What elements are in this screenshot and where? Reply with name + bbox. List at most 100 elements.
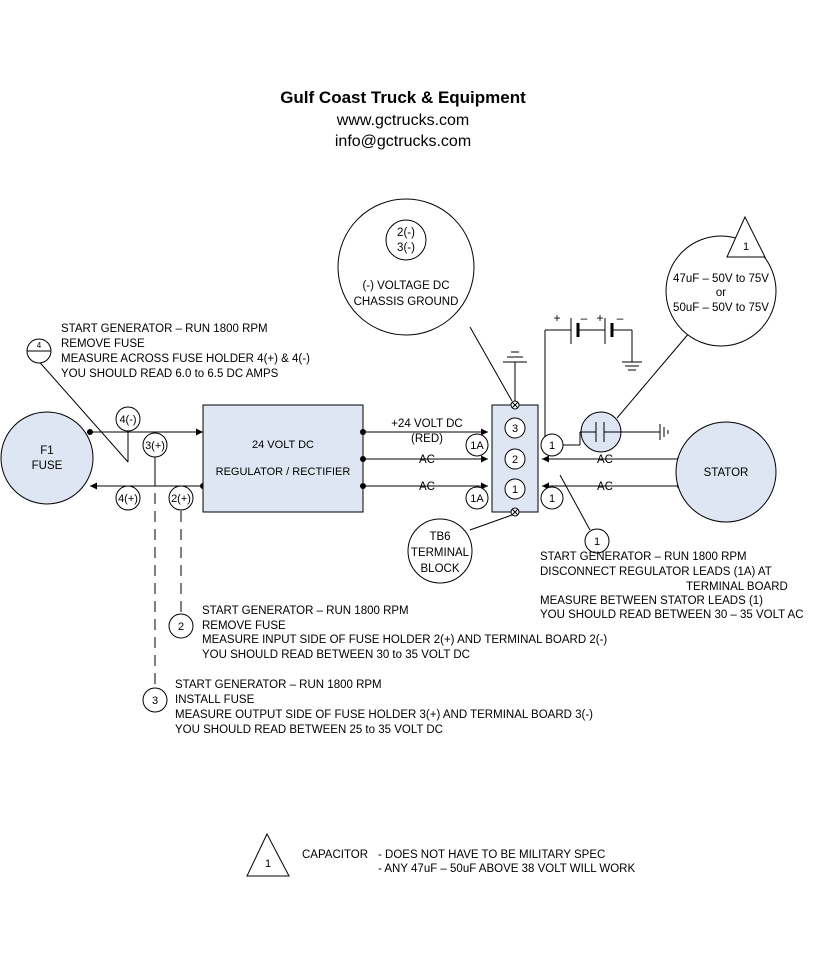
- fuse-point-4plus-bubble: [115, 485, 141, 511]
- arrow-head: [481, 428, 488, 436]
- capacitor-marker-triangle: [726, 215, 766, 258]
- step1-line-4: MEASURE BETWEEN STATOR LEADS (1): [540, 595, 763, 607]
- junction-dot: [360, 483, 366, 489]
- lead-1a-top-bubble: [465, 433, 489, 457]
- step2-line-2: REMOVE FUSE: [202, 620, 286, 632]
- wire-label-ac-right-2: AC: [597, 481, 613, 493]
- arrow-head: [481, 482, 488, 490]
- capacitor-callout: [665, 235, 777, 347]
- tb6-callout: [407, 518, 473, 584]
- wire-label-red: (RED): [411, 433, 443, 445]
- step4-marker: 4: [37, 341, 42, 350]
- regulator-label-2: REGULATOR / RECTIFIER: [216, 466, 351, 478]
- fuse-f1: [0, 411, 94, 505]
- battery-minus-1: –: [581, 311, 588, 325]
- ground-label-1: (-) VOLTAGE DC: [362, 280, 449, 292]
- company-website: www.gctrucks.com: [336, 112, 469, 129]
- note-marker: 1: [265, 858, 271, 870]
- battery-plus-2: +: [596, 311, 603, 325]
- step3-line-2: INSTALL FUSE: [175, 694, 255, 706]
- company-name: Gulf Coast Truck & Equipment: [280, 88, 526, 107]
- step1-line-5: YOU SHOULD READ BETWEEN 30 – 35 VOLT AC: [540, 609, 804, 621]
- fuse-point-4plus: 4(+): [118, 493, 138, 505]
- lead-1a-bottom: 1A: [470, 493, 484, 505]
- fuse-point-4minus: 4(-): [119, 414, 136, 426]
- regulator-label-1: 24 VOLT DC: [252, 439, 314, 451]
- capacitor-spec-or: or: [716, 287, 726, 299]
- fuse-label-2: FUSE: [32, 460, 63, 472]
- arrow-head: [481, 455, 488, 463]
- leader-tb6: [469, 514, 513, 531]
- wire-label-ac-left-1: AC: [419, 454, 435, 466]
- note-title: CAPACITOR: [302, 849, 368, 861]
- fuse-point-2plus-bubble: [168, 485, 194, 511]
- stator: [675, 421, 777, 523]
- step2-marker-circle: [168, 613, 194, 639]
- lead-1-top-bubble: [540, 433, 564, 457]
- tb6-label-3: BLOCK: [421, 563, 460, 575]
- arrow-head: [542, 455, 549, 463]
- wire-label-plus24: +24 VOLT DC: [391, 418, 462, 430]
- battery-minus-2: –: [617, 311, 624, 325]
- leader-step1: [559, 474, 591, 531]
- ground-callout: [337, 198, 475, 336]
- arrow-head: [90, 482, 97, 490]
- step3-marker-circle: [142, 687, 168, 713]
- fuse-point-3plus: 3(+): [145, 440, 165, 452]
- terminal-3-bubble: [504, 417, 526, 439]
- stator-label: STATOR: [704, 467, 749, 479]
- fuse-point-4minus-bubble: [115, 406, 141, 432]
- leader-capacitor: [616, 331, 691, 419]
- lead-1a-top: 1A: [470, 440, 484, 452]
- fuse-point-2plus: 2(+): [171, 493, 191, 505]
- arrow-head: [196, 428, 203, 436]
- junction-dot: [360, 429, 366, 435]
- note-line-2: - ANY 47uF – 50uF ABOVE 38 VOLT WILL WOR…: [378, 863, 635, 875]
- tb6-label-2: TERMINAL: [411, 547, 470, 559]
- step3-line-4: YOU SHOULD READ BETWEEN 25 to 35 VOLT DC: [175, 724, 443, 736]
- battery-plus-1: +: [553, 311, 560, 325]
- terminal-1: 1: [512, 484, 518, 496]
- ground-label-2: CHASSIS GROUND: [354, 296, 459, 308]
- fuse-point-3plus-bubble: [142, 432, 168, 458]
- wire-label-ac-left-2: AC: [419, 481, 435, 493]
- company-email: info@gctrucks.com: [335, 133, 471, 150]
- lead-1a-bottom-bubble: [465, 486, 489, 510]
- leader-step4: [34, 356, 129, 463]
- step1-marker-circle: [584, 528, 610, 554]
- leader-ground: [469, 326, 513, 402]
- terminal-1-bubble: [504, 478, 526, 500]
- wire-label-ac-right-1: AC: [597, 454, 613, 466]
- step2-line-3: MEASURE INPUT SIDE OF FUSE HOLDER 2(+) A…: [202, 634, 607, 646]
- junction-dot: [87, 429, 93, 435]
- step3-line-3: MEASURE OUTPUT SIDE OF FUSE HOLDER 3(+) …: [175, 709, 593, 721]
- step3-marker: 3: [152, 695, 158, 707]
- capacitor-spec-1: 47uF – 50V to 75V: [673, 273, 769, 285]
- terminal-2-bubble: [504, 448, 526, 470]
- ground-ref-2: 3(-): [397, 242, 415, 254]
- step1-marker: 1: [594, 536, 600, 548]
- screw-slash: [511, 401, 519, 409]
- step2-line-1: START GENERATOR – RUN 1800 RPM: [202, 605, 409, 617]
- step1-line-2: DISCONNECT REGULATOR LEADS (1A) AT: [540, 566, 772, 578]
- screw-slash: [511, 508, 519, 516]
- terminal-2: 2: [512, 454, 518, 466]
- capacitor-spec-2: 50uF – 50V to 75V: [673, 302, 769, 314]
- tb6-label-1: TB6: [429, 531, 450, 543]
- ground-ref-1: 2(-): [397, 227, 415, 239]
- step3-line-1: START GENERATOR – RUN 1800 RPM: [175, 679, 382, 691]
- lead-1-bottom: 1: [549, 493, 555, 505]
- step4-line-3: MEASURE ACROSS FUSE HOLDER 4(+) & 4(-): [61, 353, 310, 365]
- step2-line-4: YOU SHOULD READ BETWEEN 30 to 35 VOLT DC: [202, 649, 470, 661]
- note-marker-triangle: [246, 832, 290, 877]
- step4-line-1: START GENERATOR – RUN 1800 RPM: [61, 323, 268, 335]
- step1-line-3: TERMINAL BOARD: [686, 581, 788, 593]
- step4-line-4: YOU SHOULD READ 6.0 to 6.5 DC AMPS: [61, 368, 279, 380]
- capacitor-marker: 1: [743, 241, 749, 253]
- ground-ref-bubble: [385, 219, 427, 261]
- step4-line-2: REMOVE FUSE: [61, 338, 145, 350]
- step2-marker: 2: [178, 621, 184, 633]
- lead-1-bottom-bubble: [540, 486, 564, 510]
